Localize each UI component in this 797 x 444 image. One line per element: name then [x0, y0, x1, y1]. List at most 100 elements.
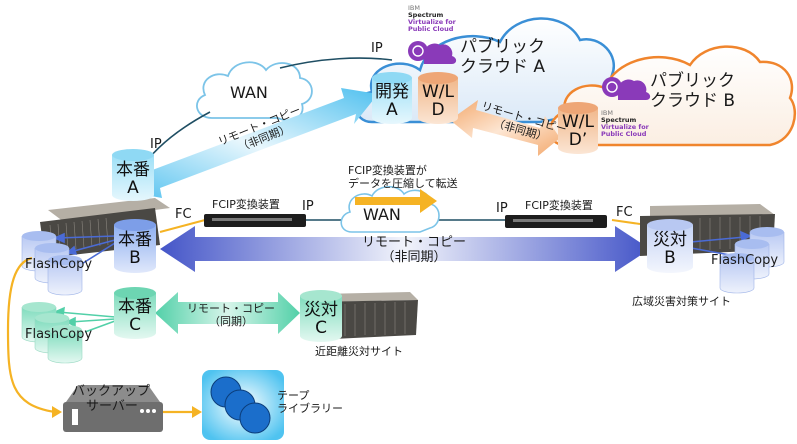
wan-mid-label: WAN: [363, 205, 401, 224]
volume-kaihatsu-a-label: 開発 A: [372, 82, 412, 120]
volume-wl-d-line2: D: [431, 99, 445, 120]
flashcopy-volumes-right-b: [719, 227, 785, 294]
async-arrow-b-label: リモート・コピー （非同期）: [362, 235, 467, 266]
fc-label-left: FC: [175, 207, 192, 222]
volume-wl-d-line1: W/L: [421, 82, 454, 102]
cloud-a-label: パブリック クラウド A: [460, 37, 546, 77]
near-dr-site-label: 近距離災対サイト: [315, 345, 403, 358]
ibm-badge-a-line2: Spectrum: [408, 11, 444, 20]
volume-honban-a-line1: 本番: [116, 160, 150, 180]
cloud-b-label-line2: クラウド B: [650, 90, 736, 111]
fcip-note-line2: データを圧縮して転送: [348, 176, 458, 190]
fcip-device-right: [505, 215, 607, 228]
wan-cloud-top: [196, 61, 313, 122]
fcip-right-label: FCIP変換装置: [525, 199, 593, 212]
remote-dr-site-label: 広域災害対策サイト: [632, 295, 731, 308]
volume-honban-b-label: 本番 B: [114, 230, 156, 268]
volume-kaihatsu-a: [372, 72, 412, 124]
ibm-cloud-icon-a: [408, 41, 457, 64]
fc-label-right: FC: [616, 205, 633, 220]
backup-server: [63, 385, 163, 432]
ibm-badge-b-line3: Virtualize for: [601, 123, 649, 132]
sync-arrow-c: [155, 292, 300, 334]
volume-honban-b: [114, 219, 156, 273]
async-arrow-d: [450, 100, 560, 156]
ibm-badge-a-line1: IBM: [408, 4, 420, 12]
ip-line-top-2: [279, 57, 393, 69]
volume-wl-d-prime: [558, 102, 598, 154]
ip-label-mid-left: IP: [302, 199, 314, 214]
volume-honban-c-label: 本番 C: [114, 297, 156, 335]
volume-saitai-c-line2: C: [315, 317, 327, 338]
tape-line-arrowhead: [192, 406, 202, 418]
volume-saitai-c-line1: 災対: [304, 300, 338, 320]
volume-honban-a-label: 本番 A: [112, 160, 154, 198]
flashcopy-arrows-left-b: [53, 232, 116, 266]
volume-wl-d-prime-line1: W/L: [561, 112, 594, 132]
ibm-badge-a-line3: Virtualize for: [408, 18, 456, 27]
fcip-note-line1: FCIP変換装置が: [348, 164, 427, 177]
ibm-badge-b: IBM Spectrum Virtualize for Public Cloud: [601, 109, 649, 139]
volume-saitai-b-line1: 災対: [653, 230, 687, 250]
ibm-badge-b-line4: Public Cloud: [601, 130, 647, 139]
volume-kaihatsu-a-line1: 開発: [375, 82, 409, 102]
async-arrow-a: [118, 88, 378, 198]
volume-saitai-b-label: 災対 B: [647, 230, 693, 268]
sync-arrow-c-line2: （同期）: [209, 314, 253, 328]
fc-line-right: [611, 219, 641, 225]
flashcopy-left-c-label: FlashCopy: [25, 327, 93, 342]
cloud-a-label-line1: パブリック: [460, 37, 546, 57]
volume-honban-b-line1: 本番: [118, 230, 152, 250]
backup-line-arrowhead: [52, 406, 62, 418]
async-arrow-b-line1: リモート・コピー: [362, 235, 467, 250]
sync-arrow-c-line1: リモート・コピー: [187, 302, 275, 315]
fcip-device-left: [204, 214, 306, 227]
ip-label-top-left: IP: [150, 137, 162, 152]
volume-honban-a-line2: A: [127, 177, 139, 198]
fc-line-left: [159, 219, 206, 233]
flashcopy-volumes-left-c: [21, 302, 83, 364]
volume-saitai-b: [647, 219, 693, 273]
wan-top-label: WAN: [230, 83, 268, 102]
ip-label-mid-right: IP: [496, 201, 508, 216]
async-arrow-b-line2: （非同期）: [381, 249, 447, 265]
ip-label-top-right: IP: [371, 41, 383, 56]
backup-line: [6, 256, 56, 414]
backup-server-label-line1: バックアップ: [72, 384, 151, 399]
volume-honban-c: [114, 287, 156, 339]
tape-library-label-line1: テープ: [277, 389, 310, 402]
ibm-cloud-icon-b: [602, 77, 651, 100]
flashcopy-right-b-label: FlashCopy: [711, 253, 779, 268]
volume-honban-b-line2: B: [129, 247, 141, 268]
cloud-a-label-line2: クラウド A: [460, 56, 546, 77]
volume-wl-d: [418, 72, 458, 124]
volume-saitai-c-label: 災対 C: [300, 300, 342, 338]
volume-wl-d-label: W/L D: [418, 82, 458, 120]
volume-saitai-b-line2: B: [664, 247, 676, 268]
volume-wl-d-prime-label: W/L D’: [558, 112, 598, 150]
ibm-badge-a: IBM Spectrum Virtualize for Public Cloud: [408, 4, 456, 34]
ibm-badge-b-line1: IBM: [601, 109, 613, 117]
volume-honban-c-line1: 本番: [118, 297, 152, 317]
async-arrow-b: [160, 226, 650, 272]
volume-wl-d-prime-line2: D’: [568, 129, 588, 150]
volume-saitai-c: [300, 290, 342, 342]
volume-honban-a: [112, 149, 154, 201]
volume-kaihatsu-a-line2: A: [386, 99, 398, 120]
compress-arrow: [355, 189, 437, 213]
ibm-badge-b-line2: Spectrum: [601, 116, 637, 125]
fcip-left-label: FCIP変換装置: [212, 198, 280, 211]
fcip-note: FCIP変換装置が データを圧縮して転送: [348, 164, 458, 190]
cloud-b-label: パブリック クラウド B: [650, 71, 736, 111]
flashcopy-left-b-label: FlashCopy: [25, 257, 93, 272]
volume-honban-c-line2: C: [129, 314, 141, 335]
ibm-badge-a-line4: Public Cloud: [408, 25, 454, 34]
cloud-b-label-line1: パブリック: [650, 71, 736, 91]
tape-library: [202, 370, 284, 440]
tape-library-label: テープ ライブラリー: [277, 389, 343, 415]
backup-server-label-line2: サーバー: [86, 399, 138, 414]
sync-arrow-c-label: リモート・コピー （同期）: [187, 302, 275, 328]
flashcopy-volumes-left-b: [21, 231, 83, 296]
tape-library-label-line2: ライブラリー: [277, 401, 343, 415]
